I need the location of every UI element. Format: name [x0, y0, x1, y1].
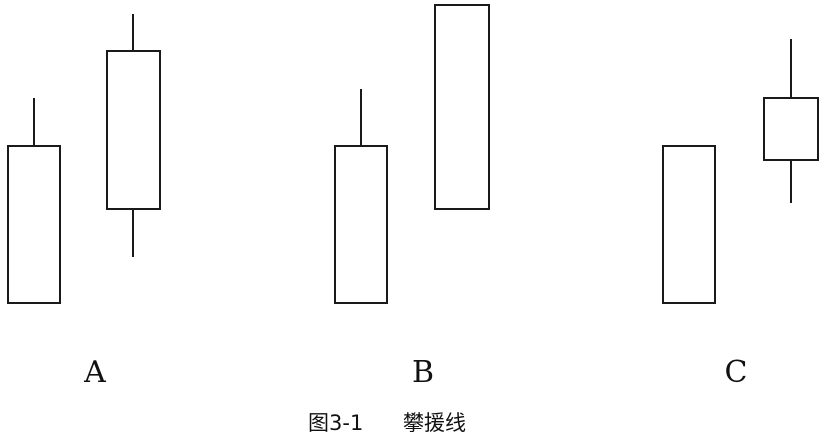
- panel-b-candle-1-body: [334, 145, 388, 304]
- panel-a-label: A: [83, 355, 106, 390]
- panel-b-label: B: [412, 355, 434, 390]
- panel-b-candle-2-body: [434, 4, 490, 210]
- panel-a: A: [7, 14, 161, 390]
- panel-a-candle-1-body: [7, 145, 61, 304]
- panel-c-candle-2-body: [763, 97, 819, 161]
- figure-title: 攀援线: [403, 411, 466, 435]
- panel-b: B: [334, 4, 490, 390]
- panel-a-candle-2-body: [106, 50, 161, 210]
- panel-c-candle-1-body: [662, 145, 716, 304]
- panel-c: C: [662, 39, 819, 390]
- figure-number: 图3-1: [308, 411, 363, 435]
- panel-c-label: C: [725, 355, 748, 390]
- figure-caption: 图3-1 攀援线: [308, 411, 466, 435]
